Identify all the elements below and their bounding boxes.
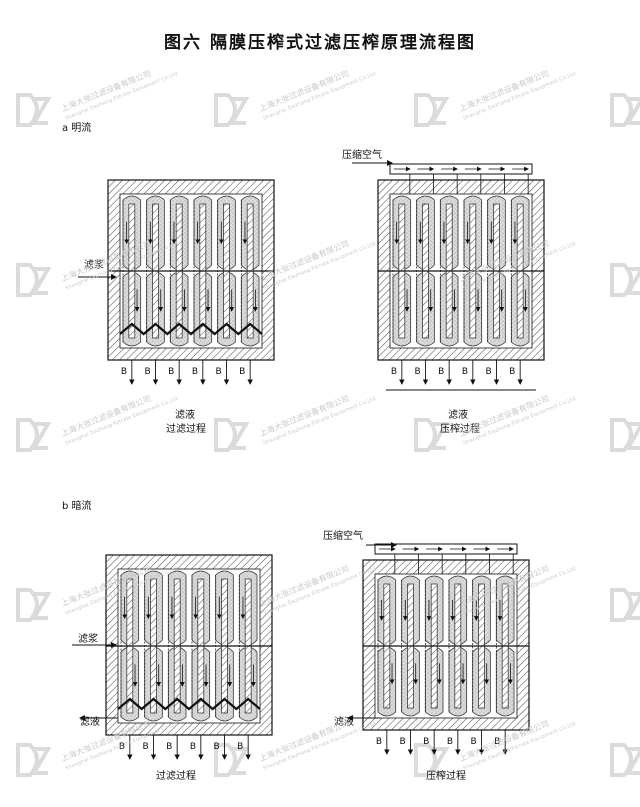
compressed-air-label-a: 压缩空气 [342,150,382,161]
valve-b-label: B [471,737,477,747]
slurry-label-b: 滤浆 [78,634,98,645]
dz-logo-icon [414,93,450,127]
filtering-process-label-b: 过滤过程 [156,771,196,782]
valve-b-label: B [415,367,421,377]
valve-b-label: B [447,737,453,747]
filtrate-label-a2: 滤液 [448,410,468,421]
valve-b-label: B [214,742,220,752]
dz-logo-icon [214,93,250,127]
dz-logo-icon [16,743,52,777]
valve-b-label: B [239,367,245,377]
page-title: 图六 隔膜压榨式过滤压榨原理流程图 [164,33,476,53]
squeezing-process-label-b: 压榨过程 [426,771,466,782]
dz-logo-icon [16,418,52,452]
dz-logo-icon [16,588,52,622]
dz-logo-icon [16,263,52,297]
filtering-process-label-a: 过滤过程 [166,424,206,435]
dz-logo-icon [610,588,640,622]
filtrate-label-b1: 滤液 [80,717,100,728]
valve-b-label: B [400,737,406,747]
valve-b-label: B [190,742,196,752]
valve-b-label: B [119,742,125,752]
valve-b-label: B [391,367,397,377]
connection-arrows [72,160,397,721]
compressed-air-label-b: 压缩空气 [323,531,363,542]
dz-logo-icon [610,743,640,777]
dz-logo-icon [414,743,450,777]
slurry-label-a: 滤浆 [84,260,104,271]
dz-logo-icon [610,418,640,452]
valve-b-label: B [143,742,149,752]
filtrate-label-a1: 滤液 [175,410,195,421]
squeezing-process-label-a: 压榨过程 [440,424,480,435]
dz-logo-icon [414,418,450,452]
valve-b-label: B [237,742,243,752]
valve-b-label: B [168,367,174,377]
valve-b-label: B [166,742,172,752]
valve-b-label: B [438,367,444,377]
section-b-label: b 暗流 [62,501,92,512]
valve-b-label: B [145,367,151,377]
valve-b-label: B [486,367,492,377]
dz-logo-icon [610,93,640,127]
section-a-label: a 明流 [62,123,92,134]
valve-b-label: B [192,367,198,377]
valve-b-label: B [121,367,127,377]
valve-b-label: B [216,367,222,377]
dz-logo-icon [16,93,52,127]
dz-logo-icon [610,263,640,297]
valve-b-label: B [509,367,515,377]
valve-b-label: B [376,737,382,747]
filtrate-label-b2: 滤液 [334,717,354,728]
valve-b-label: B [462,367,468,377]
valve-b-label: B [423,737,429,747]
valve-b-label: B [494,737,500,747]
dz-logo-icon [214,418,250,452]
dz-logo-icon [214,743,250,777]
